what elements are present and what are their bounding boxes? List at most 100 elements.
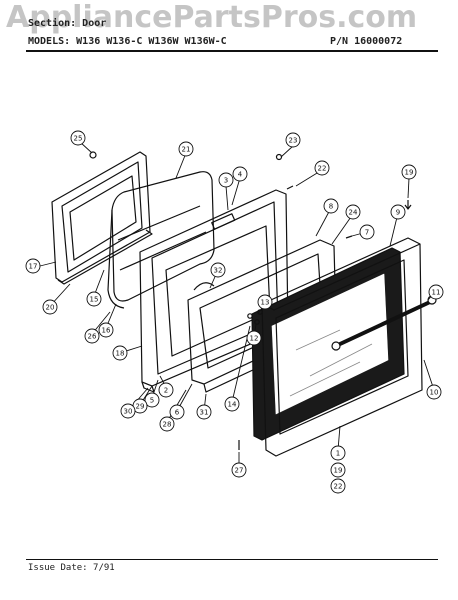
callout-circle bbox=[196, 404, 212, 420]
callout-number: 23 bbox=[289, 137, 298, 145]
callout-circle bbox=[224, 396, 240, 412]
callout-circle bbox=[330, 445, 346, 461]
callout-number: 13 bbox=[261, 299, 270, 307]
callout-25: 25 bbox=[70, 130, 86, 146]
callout-circle bbox=[86, 291, 102, 307]
callout-7: 7 bbox=[359, 224, 375, 240]
callout-27: 27 bbox=[231, 462, 247, 478]
callout-circle bbox=[84, 328, 100, 344]
callout-circle bbox=[112, 345, 128, 361]
callout-6: 6 bbox=[169, 404, 185, 420]
callout-circle bbox=[428, 284, 444, 300]
part-number: P/N 16000072 bbox=[330, 36, 403, 47]
callout-circle bbox=[359, 224, 375, 240]
callout-circle bbox=[345, 204, 361, 220]
callout-number: 19 bbox=[334, 467, 343, 475]
callout-number: 7 bbox=[365, 229, 369, 237]
callout-28: 28 bbox=[159, 416, 175, 432]
callout-circle bbox=[390, 204, 406, 220]
callout-number: 1 bbox=[336, 450, 340, 458]
callout-circle bbox=[426, 384, 442, 400]
callout-16: 16 bbox=[98, 322, 114, 338]
callout-number: 17 bbox=[29, 263, 38, 271]
callout-17: 17 bbox=[25, 258, 41, 274]
callout-30: 30 bbox=[120, 403, 136, 419]
callout-20: 20 bbox=[42, 299, 58, 315]
callout-22: 22 bbox=[330, 478, 346, 494]
callout-number: 14 bbox=[228, 401, 237, 409]
door-glass bbox=[251, 247, 405, 441]
callout-circle bbox=[158, 382, 174, 398]
callout-1: 1 bbox=[330, 445, 346, 461]
footer-rule bbox=[26, 559, 438, 560]
callout-circle bbox=[218, 172, 234, 188]
screws-and-clips bbox=[89, 151, 412, 450]
callout-circle bbox=[159, 416, 175, 432]
callout-31: 31 bbox=[196, 404, 212, 420]
callout-21: 21 bbox=[178, 141, 194, 157]
callout-15: 15 bbox=[86, 291, 102, 307]
callout-circle bbox=[285, 132, 301, 148]
callout-12: 12 bbox=[246, 330, 262, 346]
callout-circle bbox=[42, 299, 58, 315]
callout-10: 10 bbox=[426, 384, 442, 400]
callout-13: 13 bbox=[257, 294, 273, 310]
callout-number: 26 bbox=[88, 333, 97, 341]
callout-14: 14 bbox=[224, 396, 240, 412]
callout-number: 30 bbox=[124, 408, 133, 416]
callout-circle bbox=[210, 262, 226, 278]
callout-number: 4 bbox=[238, 171, 243, 179]
callout-circle bbox=[178, 141, 194, 157]
callout-number: 29 bbox=[136, 403, 145, 411]
section-title: Section: Door bbox=[28, 18, 107, 29]
callout-22: 22 bbox=[314, 160, 330, 176]
callout-2: 2 bbox=[158, 382, 174, 398]
callout-circle bbox=[232, 166, 248, 182]
callout-8: 8 bbox=[323, 198, 339, 214]
callout-11: 11 bbox=[428, 284, 444, 300]
callout-circle bbox=[98, 322, 114, 338]
callout-3: 3 bbox=[218, 172, 234, 188]
callout-number: 32 bbox=[214, 267, 223, 275]
callout-number: 21 bbox=[182, 146, 191, 154]
outer-door bbox=[261, 237, 437, 457]
callout-number: 22 bbox=[334, 483, 343, 491]
callout-19: 19 bbox=[401, 164, 417, 180]
callout-4: 4 bbox=[232, 166, 248, 182]
callout-number: 20 bbox=[46, 304, 55, 312]
callout-number: 8 bbox=[329, 203, 333, 211]
callout-26: 26 bbox=[84, 328, 100, 344]
callout-circle bbox=[257, 294, 273, 310]
callout-number: 11 bbox=[432, 289, 441, 297]
callout-24: 24 bbox=[345, 204, 361, 220]
insulation-pad bbox=[107, 171, 215, 309]
callout-number: 6 bbox=[175, 409, 180, 417]
model-list: MODELS: W136 W136-C W136W W136W-C bbox=[28, 36, 227, 47]
callout-number: 19 bbox=[405, 169, 414, 177]
callout-circle bbox=[330, 478, 346, 494]
callout-23: 23 bbox=[285, 132, 301, 148]
callout-circle bbox=[25, 258, 41, 274]
callout-19: 19 bbox=[330, 462, 346, 478]
callout-circle bbox=[231, 462, 247, 478]
callout-circle bbox=[169, 404, 185, 420]
callout-circle bbox=[246, 330, 262, 346]
callout-number: 25 bbox=[74, 135, 83, 143]
callout-circle bbox=[70, 130, 86, 146]
callout-circle bbox=[330, 462, 346, 478]
callout-5: 5 bbox=[144, 392, 160, 408]
inner-door-frame bbox=[51, 151, 153, 285]
header-rule bbox=[26, 50, 438, 52]
callout-circle bbox=[401, 164, 417, 180]
callout-number: 3 bbox=[224, 177, 228, 185]
watermark-text: AppliancePartsPros.com bbox=[6, 0, 418, 35]
callout-number: 10 bbox=[430, 389, 439, 397]
callout-number: 15 bbox=[90, 296, 99, 304]
callout-number: 5 bbox=[150, 397, 154, 405]
callout-circle bbox=[314, 160, 330, 176]
callout-number: 28 bbox=[163, 421, 172, 429]
callout-number: 31 bbox=[200, 409, 209, 417]
callout-18: 18 bbox=[112, 345, 128, 361]
